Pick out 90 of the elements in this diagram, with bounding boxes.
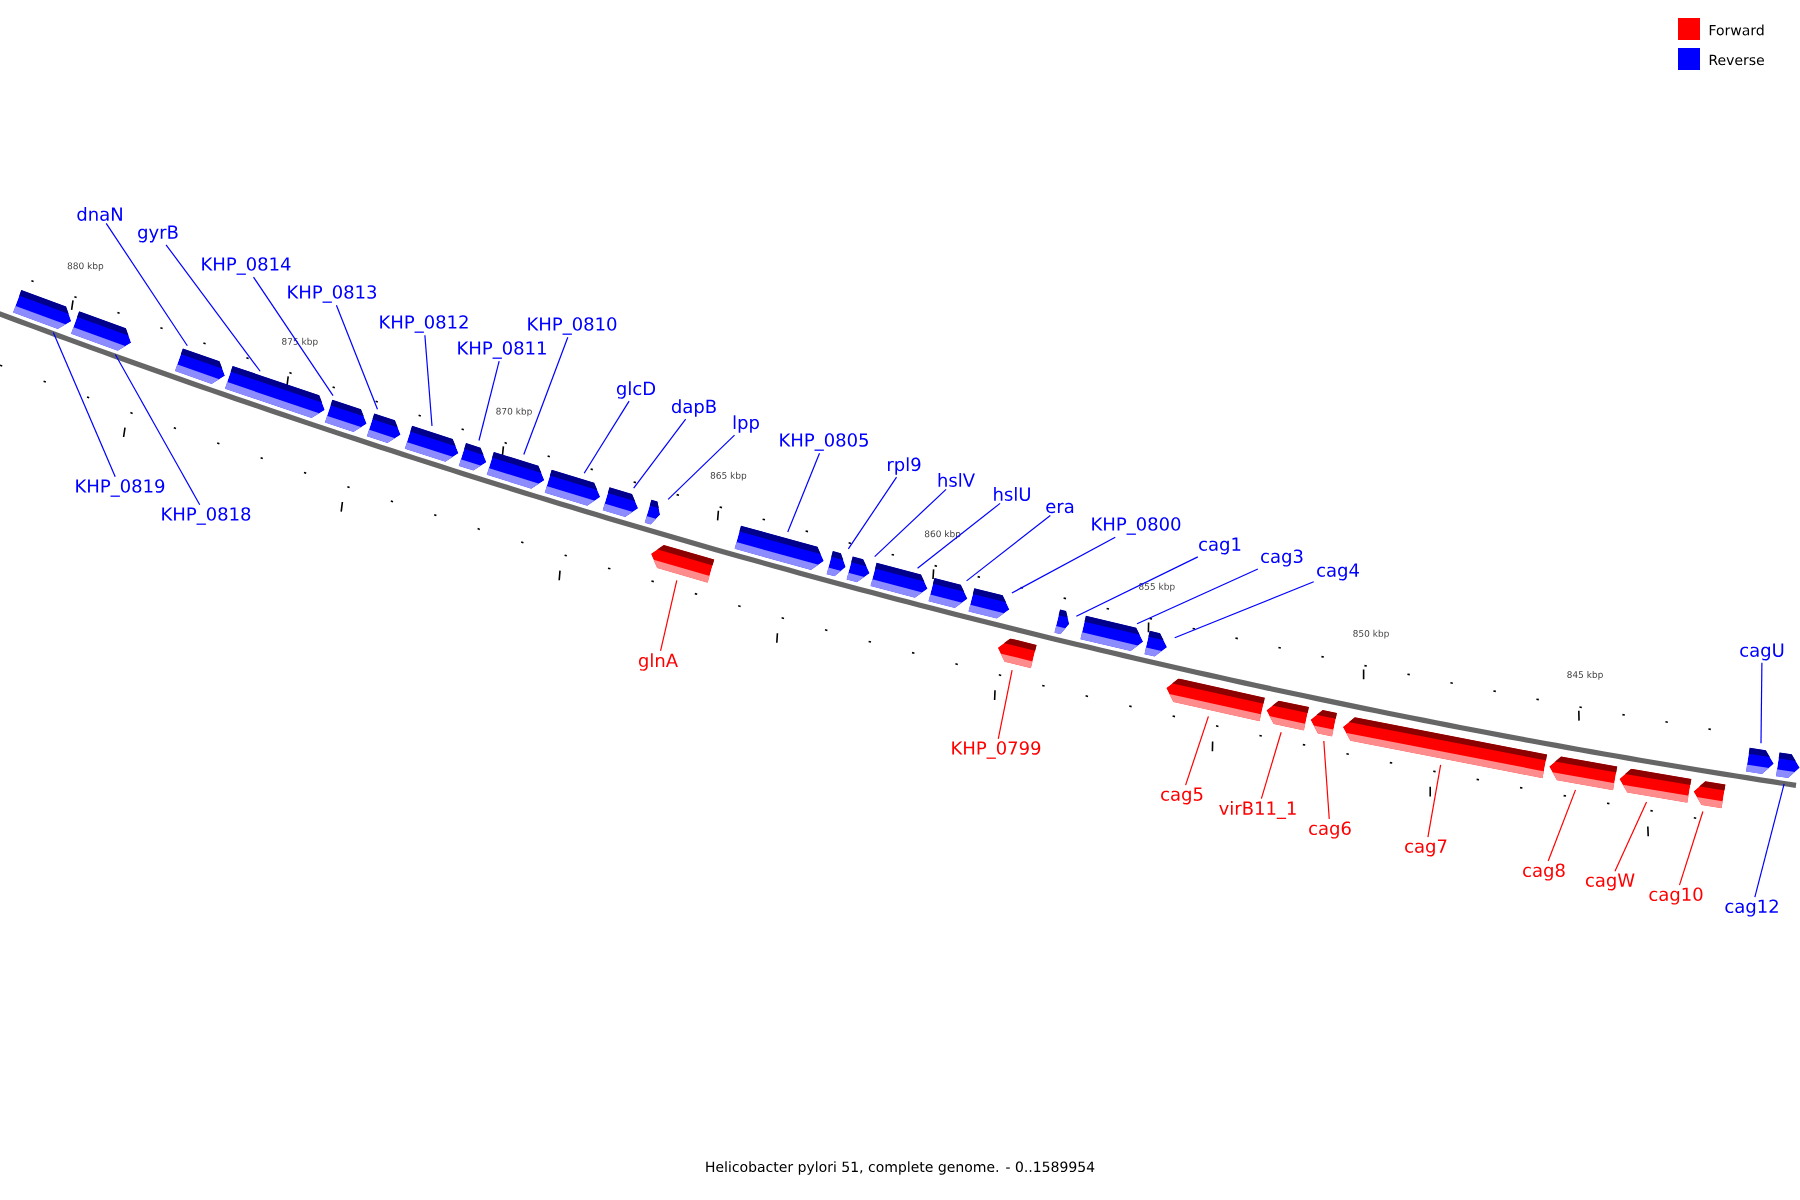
gene-label: cag3 <box>1261 549 1303 567</box>
gene-label: hslU <box>994 487 1030 501</box>
gene-label: KHP_0799 <box>952 741 1041 759</box>
leader-line <box>114 353 201 506</box>
gene-block <box>928 577 968 608</box>
leader-line <box>523 336 569 456</box>
gene-label: KHP_0818 <box>162 507 251 525</box>
leader-line <box>1136 568 1259 625</box>
leader-line <box>1174 581 1315 639</box>
gene-label: cag4 <box>1317 563 1359 581</box>
gene-block <box>734 525 824 570</box>
gene-block <box>846 556 870 583</box>
gene-label: KHP_0819 <box>76 479 165 497</box>
gene-label: KHP_0813 <box>288 285 377 303</box>
leader-line <box>335 304 379 410</box>
gene-block <box>968 588 1010 619</box>
leader-line <box>1427 764 1442 838</box>
gene-label: KHP_0800 <box>1092 517 1181 535</box>
gene-label: KHP_0812 <box>380 315 468 333</box>
gene-label: lpp <box>733 415 759 433</box>
gene-block <box>324 399 367 432</box>
gene-label: KHP_0814 <box>202 257 291 275</box>
gene-block <box>1745 747 1774 775</box>
leader-line <box>165 244 261 372</box>
gene-block <box>366 413 401 444</box>
leader-line <box>1260 731 1282 800</box>
gene-label: KHP_0805 <box>780 433 868 451</box>
leader-line <box>105 222 188 347</box>
gene-block <box>1775 752 1800 779</box>
leader-line <box>1185 715 1210 786</box>
gene-label: cag6 <box>1309 821 1351 839</box>
leader-line <box>583 400 630 474</box>
gene-label: virB11_1 <box>1219 801 1296 819</box>
gene-label: cag5 <box>1161 787 1203 805</box>
gene-block <box>224 365 325 419</box>
leader-line <box>1547 789 1577 862</box>
leader-line <box>847 476 898 550</box>
gene-label: cag10 <box>1649 887 1703 905</box>
leader-line <box>667 434 736 500</box>
gene-label: dnaN <box>77 207 122 221</box>
leader-line <box>252 276 334 397</box>
leader-line <box>633 418 687 489</box>
gene-block <box>1144 630 1168 657</box>
gene-block <box>13 290 72 329</box>
leader-line <box>1614 801 1648 872</box>
leader-line <box>1011 536 1116 594</box>
gene-label: era <box>1046 502 1074 514</box>
gene-block <box>650 545 715 583</box>
leader-line <box>478 360 500 442</box>
gene-block <box>1266 700 1309 731</box>
gene-block <box>174 348 225 384</box>
gene-block <box>458 443 487 471</box>
gene-label: cag1 <box>1199 537 1241 555</box>
leader-line <box>916 502 1001 569</box>
gene-label: hslV <box>938 473 975 487</box>
gene-block <box>997 638 1037 669</box>
gene-block <box>1549 756 1618 791</box>
gene-label: cagW <box>1585 873 1635 891</box>
leader-line <box>1754 783 1785 898</box>
leader-line <box>1760 662 1763 744</box>
gene-label: cag7 <box>1405 839 1447 857</box>
gene-label: gyrB <box>138 225 178 243</box>
leader-line <box>787 452 821 533</box>
leader-line <box>1323 740 1330 820</box>
gene-block <box>1310 710 1337 737</box>
gene-label: glnA <box>638 653 678 671</box>
leader-line <box>424 334 433 427</box>
gene-label: cag8 <box>1523 863 1565 881</box>
leader-line <box>52 331 116 478</box>
leader-line <box>1075 556 1199 617</box>
gene-block <box>644 499 661 525</box>
gene-block <box>1693 781 1726 809</box>
leader-line <box>997 669 1013 740</box>
gene-block <box>71 311 132 351</box>
gene-label: glcD <box>616 381 656 399</box>
gene-label: rpl9 <box>888 457 921 475</box>
leader-line <box>965 515 1051 582</box>
gene-block <box>826 551 846 577</box>
gene-block <box>544 469 601 506</box>
gene-label: KHP_0811 <box>458 341 546 359</box>
gene-block <box>602 487 639 517</box>
leader-line <box>874 488 947 558</box>
gene-label: cag12 <box>1725 899 1778 917</box>
gene-label: dapB <box>671 399 716 417</box>
gene-label: KHP_0810 <box>528 317 617 335</box>
leader-line <box>1678 810 1704 886</box>
leader-line <box>659 579 678 652</box>
gene-block <box>1054 609 1070 635</box>
gene-label: cagU <box>1740 643 1784 661</box>
gene-block <box>1342 717 1548 779</box>
